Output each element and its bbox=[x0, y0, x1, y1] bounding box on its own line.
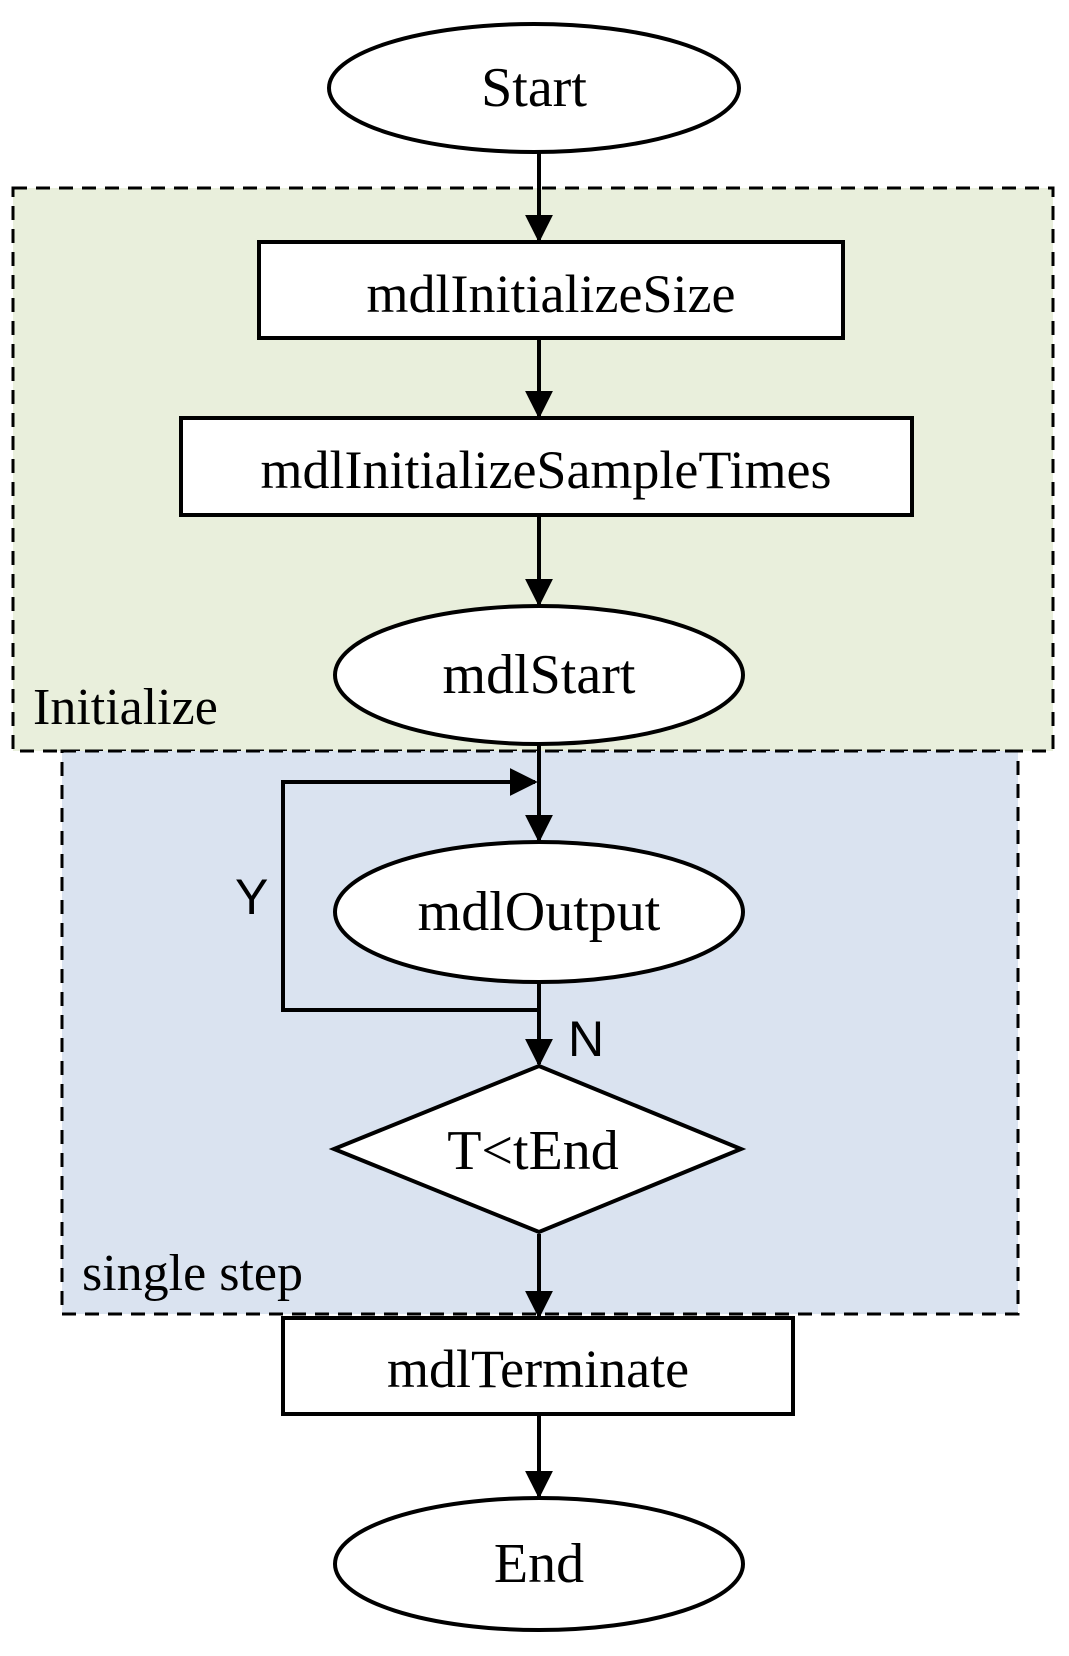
terminate-label: mdlTerminate bbox=[387, 1339, 689, 1399]
mdlstart-label: mdlStart bbox=[443, 644, 636, 706]
initialize-group-label: Initialize bbox=[33, 679, 218, 736]
decision-label: T<tEnd bbox=[447, 1120, 619, 1182]
single-step-group-label: single step bbox=[82, 1245, 303, 1302]
output-label: mdlOutput bbox=[418, 881, 661, 943]
edges bbox=[281, 148, 553, 1499]
start-label: Start bbox=[481, 57, 587, 119]
start-node: Start bbox=[327, 22, 741, 154]
edge-label-yes: Y bbox=[235, 869, 268, 925]
edge-label-no: N bbox=[568, 1011, 604, 1067]
init-size-node: mdlInitializeSize bbox=[257, 240, 845, 340]
init-sample-times-label: mdlInitializeSampleTimes bbox=[261, 440, 832, 500]
end-label: End bbox=[494, 1533, 584, 1595]
edge-loop-back-yes bbox=[281, 768, 539, 1012]
terminate-node: mdlTerminate bbox=[281, 1316, 795, 1416]
end-node: End bbox=[333, 1496, 745, 1632]
mdlstart-node: mdlStart bbox=[333, 604, 745, 746]
decision-node: T<tEnd bbox=[328, 1063, 747, 1235]
init-size-label: mdlInitializeSize bbox=[367, 264, 736, 324]
output-node: mdlOutput bbox=[333, 840, 745, 984]
init-sample-times-node: mdlInitializeSampleTimes bbox=[179, 416, 914, 517]
